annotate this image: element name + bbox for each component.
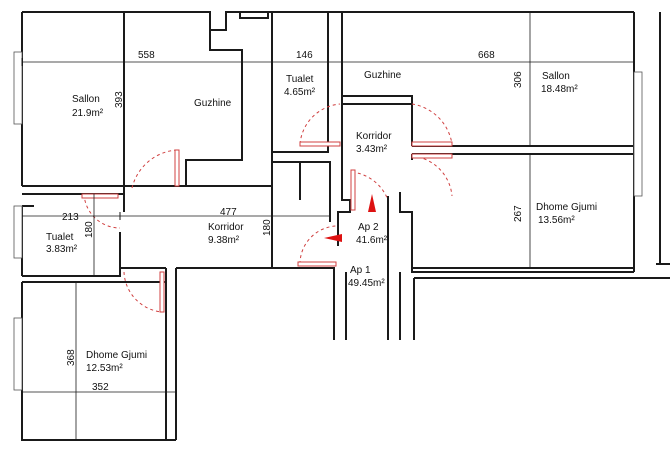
window-dhome-gjumi-left — [13, 317, 23, 391]
window-sallon-left — [13, 51, 23, 125]
door-swing — [299, 225, 337, 265]
room-name-tualet-top: Tualet — [286, 74, 314, 85]
door-swing — [123, 271, 163, 313]
door-swing — [351, 171, 389, 201]
door-swing — [411, 103, 453, 145]
room-name-korridor-left: Korridor — [208, 222, 244, 233]
room-area-tualet-top: 4.65m² — [284, 87, 316, 98]
dimension-label: 368 — [66, 349, 77, 366]
dimension-label: 352 — [92, 382, 109, 393]
door-swing — [299, 103, 341, 145]
entry-markers — [324, 194, 376, 242]
room-name-dhome-gjumi-right: Dhome Gjumi — [536, 202, 597, 213]
dimension-label: 393 — [114, 91, 125, 108]
window-sallon-right — [633, 71, 643, 197]
dimension-label: 306 — [513, 71, 524, 88]
room-name-ap-1: Ap 1 — [350, 265, 371, 276]
door-leaf — [411, 153, 453, 159]
dimension-label: 180 — [84, 221, 95, 238]
room-name-tualet-left: Tualet — [46, 232, 74, 243]
dimension-label: 213 — [62, 212, 79, 223]
room-name-guzhine-left: Guzhine — [194, 98, 232, 109]
windows — [13, 51, 643, 391]
room-name-dhome-gjumi-left: Dhome Gjumi — [86, 350, 147, 361]
door-swing — [131, 149, 177, 189]
door-leaf — [174, 149, 180, 187]
dimension-label: 267 — [513, 205, 524, 222]
room-area-sallon-left: 21.9m² — [72, 108, 104, 119]
door-leaf — [297, 261, 337, 267]
door-leaf — [350, 169, 356, 211]
entry-arrow-ap-2 — [368, 194, 376, 212]
room-name-guzhine-right: Guzhine — [364, 70, 402, 81]
dimension-labels: 558 146 668 393 306 267 213 477 180 180 … — [62, 50, 524, 393]
room-name-sallon-right: Sallon — [542, 71, 570, 82]
dimension-label: 668 — [478, 50, 495, 61]
room-labels: Sallon 21.9m² Guzhine Tualet 4.65m² Guzh… — [46, 70, 597, 374]
dimension-label: 146 — [296, 50, 313, 61]
door-leaf — [299, 141, 341, 147]
room-area-sallon-right: 18.48m² — [541, 84, 578, 95]
doors — [81, 103, 453, 313]
door-leaf — [411, 141, 453, 147]
door-leaf — [159, 271, 165, 313]
dimension-lines — [21, 12, 635, 440]
room-area-dhome-gjumi-right: 13.56m² — [538, 215, 575, 226]
room-area-ap-2: 41.6m² — [356, 235, 388, 246]
entry-arrow-ap-1 — [324, 234, 342, 242]
dimension-label: 477 — [220, 207, 237, 218]
room-area-ap-1: 49.45m² — [348, 278, 385, 289]
room-name-ap-2: Ap 2 — [358, 222, 379, 233]
dimension-label: 180 — [262, 219, 273, 236]
dimension-label: 558 — [138, 50, 155, 61]
room-name-sallon-left: Sallon — [72, 94, 100, 105]
walls — [21, 11, 670, 441]
door-swing — [83, 193, 121, 229]
door-swing — [411, 155, 453, 197]
room-area-dhome-gjumi-left: 12.53m² — [86, 363, 123, 374]
room-area-tualet-left: 3.83m² — [46, 244, 78, 255]
room-area-korridor-right: 3.43m² — [356, 144, 388, 155]
room-area-korridor-left: 9.38m² — [208, 235, 240, 246]
room-name-korridor-right: Korridor — [356, 131, 392, 142]
door-leaf — [81, 193, 119, 199]
window-tualet-left — [13, 205, 23, 259]
